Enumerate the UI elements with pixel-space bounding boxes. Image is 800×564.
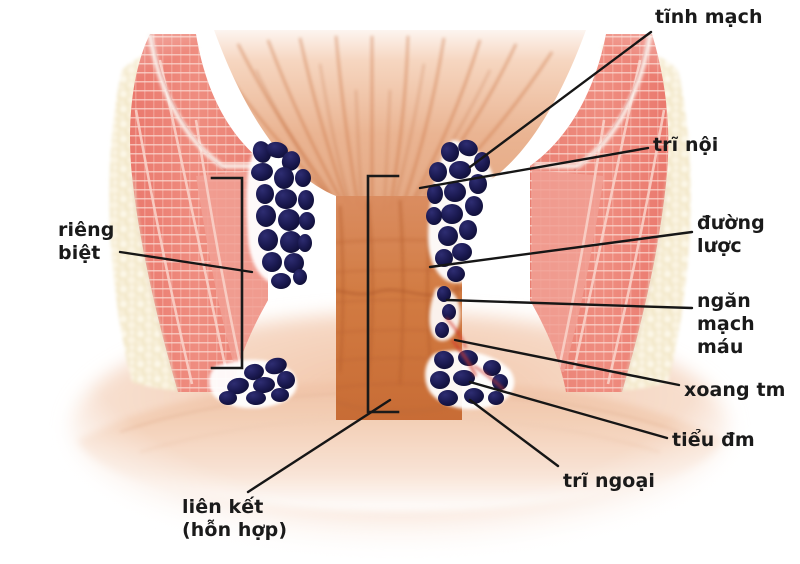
column-brackets <box>210 174 400 414</box>
arteriole-label: tiểu đm <box>672 429 755 451</box>
leader-line-vessel-compartment <box>445 298 694 310</box>
leader-line-separate <box>118 250 254 274</box>
combined-hemorrhoid-label: liên kết (hỗn hợp) <box>182 496 288 542</box>
bracket-left-hemorrhoid-column <box>210 176 244 370</box>
leader-line-external-hemorrhoid <box>468 398 560 468</box>
separate-label: riêng biệt <box>58 219 115 265</box>
leader-line-venous-sinus <box>453 338 681 387</box>
vein-label: tĩnh mạch <box>655 6 763 28</box>
leader-line-dentate-line <box>428 230 694 269</box>
leader-line-internal-hemorrhoid <box>418 146 650 190</box>
blood-vessel-compartment-label: ngăn mạch máu <box>697 290 755 359</box>
leader-line-vein <box>468 30 653 169</box>
leader-line-arteriole <box>468 380 669 440</box>
internal-hemorrhoid-label: trĩ nội <box>653 134 719 156</box>
venous-sinus-label: xoang tm <box>684 379 786 401</box>
external-hemorrhoid-label: trĩ ngoại <box>563 470 655 492</box>
bracket-right-hemorrhoid-column <box>366 174 400 414</box>
leader-line-combined-hemorrhoid <box>246 398 392 494</box>
leader-lines <box>118 30 694 494</box>
dentate-line-label: đường lược <box>697 212 765 258</box>
